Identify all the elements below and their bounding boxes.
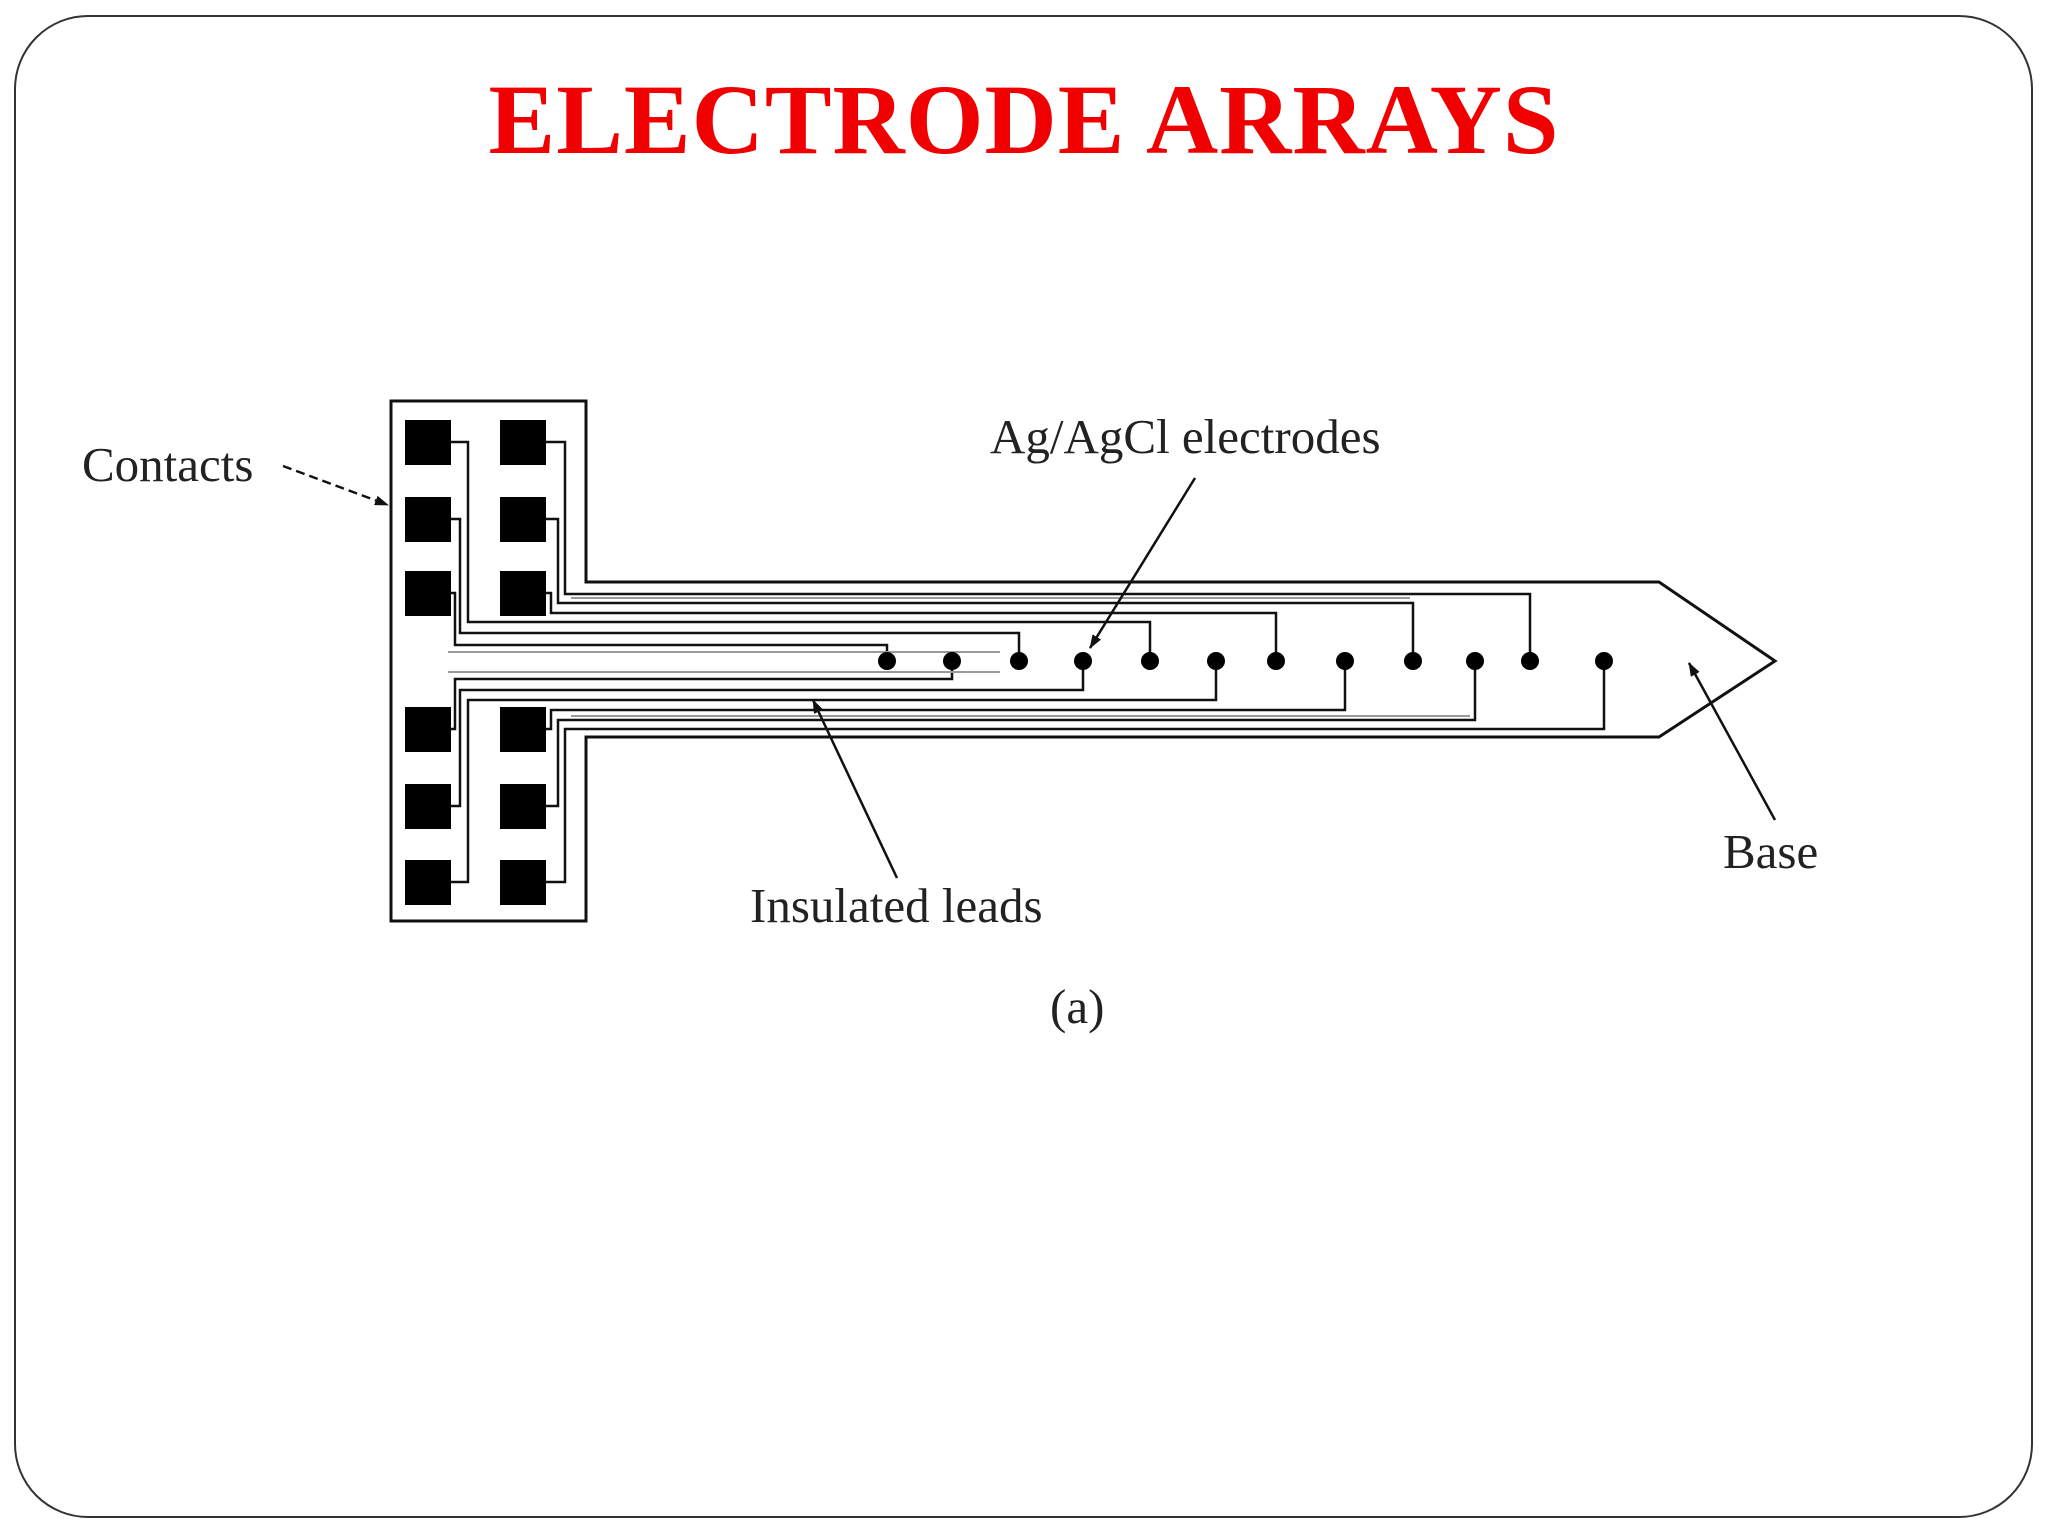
contact-pad <box>500 571 546 616</box>
contact-pad <box>500 420 546 465</box>
leads-arrow <box>811 699 899 879</box>
contacts-arrow <box>282 464 389 507</box>
lead <box>546 591 1278 661</box>
electrode <box>943 652 961 670</box>
electrode <box>1404 652 1422 670</box>
contact-pad <box>405 420 451 465</box>
electrode <box>1267 652 1285 670</box>
electrode <box>1141 652 1159 670</box>
base-arrow <box>1687 662 1777 821</box>
contact-pad <box>500 497 546 542</box>
contact-pad <box>405 571 451 616</box>
electrode <box>1466 652 1484 670</box>
electrodes-arrow <box>1088 477 1197 649</box>
slide-frame <box>14 15 2033 1518</box>
contact-pad <box>500 707 546 752</box>
insulated-leads-label: Insulated leads <box>750 878 1043 933</box>
lead-insulation <box>448 597 1470 717</box>
contact-pad <box>405 860 451 905</box>
lead <box>451 440 1152 661</box>
lead <box>546 661 1606 884</box>
lead <box>451 517 1021 661</box>
contact-pad <box>500 860 546 905</box>
contact-pads <box>405 420 546 905</box>
slide-title: ELECTRODE ARRAYS <box>488 64 1560 175</box>
contact-pad <box>405 784 451 829</box>
lead <box>546 440 1532 661</box>
contact-pad <box>500 784 546 829</box>
electrodes <box>878 652 1613 670</box>
lead <box>546 661 1477 808</box>
base-label: Base <box>1723 824 1818 879</box>
electrode <box>1074 652 1092 670</box>
electrodes-label: Ag/AgCl electrodes <box>990 409 1381 464</box>
insulated-leads <box>451 440 1606 884</box>
lead <box>451 591 889 661</box>
electrode <box>1207 652 1225 670</box>
electrode <box>1010 652 1028 670</box>
contact-pad <box>405 707 451 752</box>
lead <box>546 661 1347 731</box>
contact-pad <box>405 497 451 542</box>
figure-caption: (a) <box>1050 979 1104 1034</box>
electrode <box>878 652 896 670</box>
lead <box>451 661 1085 808</box>
lead <box>451 661 1218 884</box>
contacts-label: Contacts <box>82 437 253 492</box>
lead <box>546 517 1415 661</box>
pointer-arrows <box>282 464 1777 879</box>
electrode <box>1521 652 1539 670</box>
electrode <box>1336 652 1354 670</box>
electrode <box>1595 652 1613 670</box>
